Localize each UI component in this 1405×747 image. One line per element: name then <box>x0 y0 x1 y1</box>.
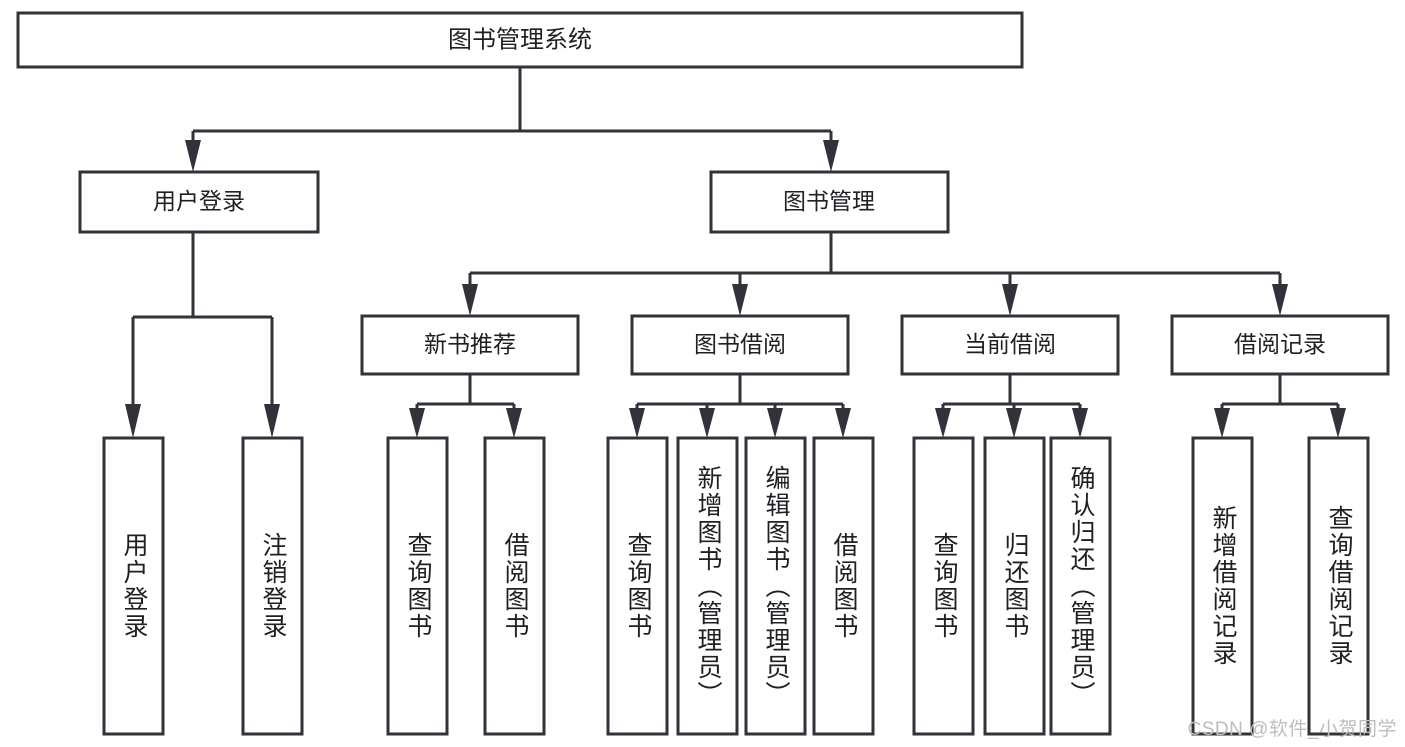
arrow-bookborrow-leaf-1 <box>629 408 645 438</box>
leaf-current-borrow-2-box[interactable] <box>983 436 1046 736</box>
node-user-login-box[interactable] <box>78 170 320 234</box>
arrow-current-leaf-2 <box>1006 408 1022 438</box>
node-book-borrow[interactable]: 图书借阅 <box>630 314 850 376</box>
node-book-manage-label: 图书管理 <box>783 188 875 214</box>
node-new-book-rec-box[interactable] <box>360 314 580 376</box>
node-book-borrow-label: 图书借阅 <box>694 331 786 357</box>
leaf-new-book-1-box[interactable] <box>386 436 449 736</box>
node-user-login[interactable]: 用户登录 <box>78 170 320 234</box>
node-borrow-record[interactable]: 借阅记录 <box>1170 314 1390 376</box>
csdn-watermark: CSDN @软件_小贺同学 <box>1187 719 1397 740</box>
arrow-current-leaf-3 <box>1072 408 1088 438</box>
node-book-borrow-box[interactable] <box>630 314 850 376</box>
arrow-newbook-leaf-2 <box>506 408 522 438</box>
node-borrow-record-box[interactable] <box>1170 314 1390 376</box>
node-root-box[interactable] <box>16 11 1024 69</box>
arrow-record-leaf-1 <box>1214 408 1230 438</box>
leaf-borrow-record-1-box[interactable] <box>1191 436 1254 736</box>
node-new-book-rec[interactable]: 新书推荐 <box>360 314 580 376</box>
arrow-newbook-leaf-1 <box>409 408 425 438</box>
node-current-borrow[interactable]: 当前借阅 <box>900 314 1120 376</box>
arrow-book-child-2 <box>732 284 748 316</box>
arrow-bookborrow-leaf-3 <box>767 408 783 438</box>
arrow-user-leaf-1 <box>125 404 141 438</box>
arrow-book-child-4 <box>1272 284 1288 316</box>
leaf-book-borrow-4-box[interactable] <box>812 436 875 736</box>
node-root-label: 图书管理系统 <box>448 26 592 53</box>
arrow-user-leaf-2 <box>264 404 280 438</box>
arrow-root-to-user <box>185 140 201 172</box>
node-user-login-label: 用户登录 <box>153 188 245 214</box>
leaf-borrow-record-2-box[interactable] <box>1307 436 1370 736</box>
leaf-book-borrow-2-box[interactable] <box>676 436 739 736</box>
arrow-current-leaf-1 <box>935 408 951 438</box>
leaf-user-login-2-box[interactable] <box>241 436 304 736</box>
connector-layer <box>125 67 1346 438</box>
node-current-borrow-box[interactable] <box>900 314 1120 376</box>
node-current-borrow-label: 当前借阅 <box>964 331 1056 357</box>
leaf-user-login-1-box[interactable] <box>102 436 165 736</box>
node-root[interactable]: 图书管理系统 <box>16 11 1024 69</box>
arrow-root-to-book <box>823 140 839 172</box>
node-new-book-rec-label: 新书推荐 <box>424 331 516 357</box>
arrow-record-leaf-2 <box>1330 408 1346 438</box>
leaf-current-borrow-1-box[interactable] <box>912 436 975 736</box>
arrow-book-child-1 <box>462 284 478 316</box>
leaf-current-borrow-3-box[interactable] <box>1049 436 1112 736</box>
leaf-book-borrow-1-box[interactable] <box>606 436 669 736</box>
arrow-book-child-3 <box>1002 284 1018 316</box>
node-book-manage[interactable]: 图书管理 <box>709 170 950 234</box>
arrow-bookborrow-leaf-2 <box>699 408 715 438</box>
leaf-book-borrow-3-box[interactable] <box>744 436 807 736</box>
leaf-new-book-2-box[interactable] <box>483 436 546 736</box>
arrow-bookborrow-leaf-4 <box>835 408 851 438</box>
node-borrow-record-label: 借阅记录 <box>1234 331 1326 357</box>
node-book-manage-box[interactable] <box>709 170 950 234</box>
